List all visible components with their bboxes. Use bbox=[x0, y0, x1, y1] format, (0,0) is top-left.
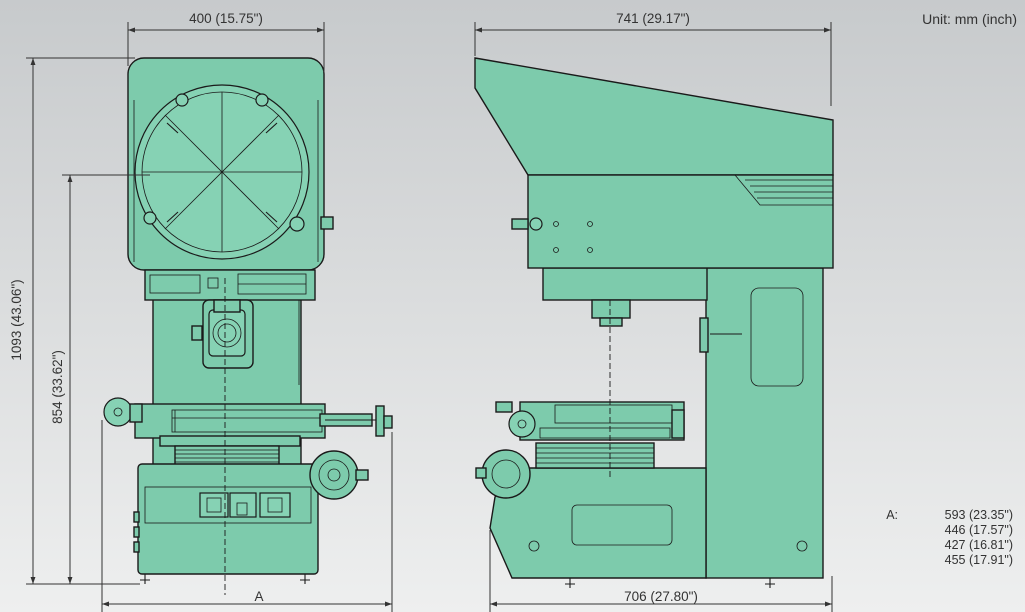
legend-a-prefix: A: bbox=[886, 508, 898, 522]
front-base-label: A bbox=[254, 589, 263, 604]
front-width-label: 400 (15.75") bbox=[189, 11, 263, 26]
total-height-label: 1093 (43.06") bbox=[9, 279, 24, 360]
dimension-lines bbox=[26, 22, 833, 612]
side-view bbox=[474, 57, 834, 588]
legend-a-value: 593 (23.35") bbox=[945, 508, 1013, 522]
legend-a-value: 455 (17.91") bbox=[945, 553, 1013, 567]
front-view bbox=[103, 57, 393, 595]
legend-a-value: 427 (16.81") bbox=[945, 538, 1013, 552]
side-base-label: 706 (27.80") bbox=[624, 589, 698, 604]
stage-height-label: 854 (33.62") bbox=[50, 350, 65, 424]
legend-a: A: 593 (23.35") 446 (17.57") 427 (16.81"… bbox=[886, 508, 1013, 567]
legend-a-value: 446 (17.57") bbox=[945, 523, 1013, 537]
unit-label: Unit: mm (inch) bbox=[922, 11, 1017, 27]
side-depth-label: 741 (29.17") bbox=[616, 11, 690, 26]
projection-screen bbox=[134, 84, 310, 260]
